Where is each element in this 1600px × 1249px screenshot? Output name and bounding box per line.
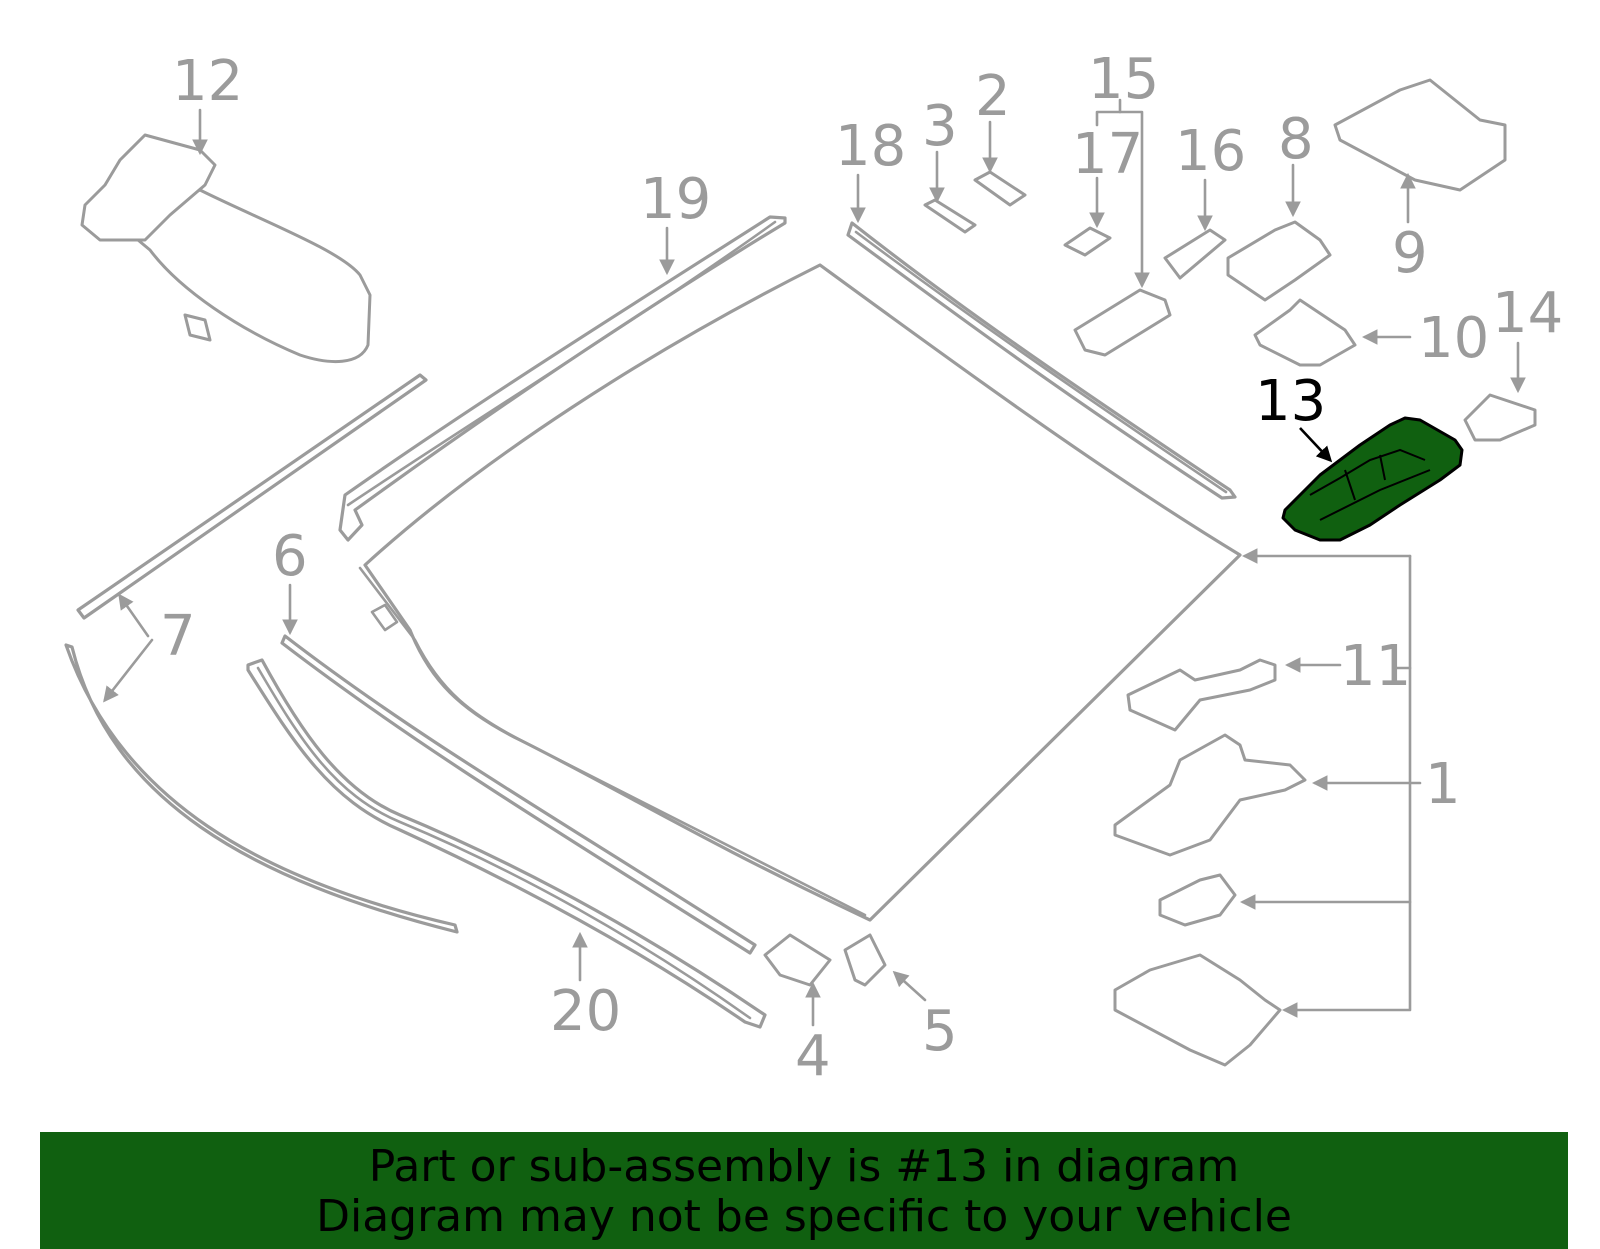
callout-14: 14 xyxy=(1492,281,1563,346)
pad-part-2[interactable] xyxy=(973,170,1027,207)
bracket-part-9[interactable] xyxy=(1333,78,1507,192)
callout-16: 16 xyxy=(1175,119,1246,184)
mirror-mount-part-12 xyxy=(80,133,217,242)
callout-10: 10 xyxy=(1418,306,1489,371)
leader-lines xyxy=(103,98,1526,1027)
callout-18: 18 xyxy=(835,114,906,179)
callout-20: 20 xyxy=(550,979,621,1044)
info-banner: Part or sub-assembly is #13 in diagram D… xyxy=(40,1132,1568,1249)
windshield-glass[interactable] xyxy=(363,263,1242,922)
bracket-part-1a[interactable] xyxy=(1113,733,1307,857)
banner-line-1: Part or sub-assembly is #13 in diagram xyxy=(368,1141,1240,1192)
clip-part-16[interactable] xyxy=(1163,228,1227,280)
windshield-glass-edge xyxy=(358,566,867,917)
bracket-part-10[interactable] xyxy=(1253,298,1357,367)
callout-8: 8 xyxy=(1278,107,1314,172)
pad-part-17[interactable] xyxy=(1063,226,1112,257)
banner-line-2: Diagram may not be specific to your vehi… xyxy=(316,1191,1292,1242)
callout-7: 7 xyxy=(160,604,196,669)
block-part-5[interactable] xyxy=(843,933,887,987)
bracket-part-11[interactable] xyxy=(1126,658,1277,732)
bracket-part-4[interactable] xyxy=(763,933,832,987)
callout-6: 6 xyxy=(272,524,308,589)
lower-strip-part-20[interactable] xyxy=(246,658,767,1029)
callout-1: 1 xyxy=(1425,752,1461,817)
clip-part-14[interactable] xyxy=(1463,393,1537,442)
lower-strip-part-20-inner xyxy=(256,666,752,1020)
sensor-part-15[interactable] xyxy=(1073,288,1172,357)
pillar-molding-part-19-inner xyxy=(346,220,777,507)
callout-5: 5 xyxy=(922,999,958,1064)
bracket-part-1c[interactable] xyxy=(1113,953,1282,1067)
side-molding-part-7-lower[interactable] xyxy=(64,643,459,934)
seal-part-6[interactable] xyxy=(280,634,757,955)
cover-part-13[interactable] xyxy=(1281,416,1464,542)
callout-12: 12 xyxy=(172,49,243,114)
callout-15: 15 xyxy=(1088,47,1159,112)
housing-part-8[interactable] xyxy=(1226,220,1332,302)
callout-13: 13 xyxy=(1255,369,1326,434)
upper-molding-part-18-inner xyxy=(854,230,1228,494)
callout-4: 4 xyxy=(795,1024,831,1089)
callout-17: 17 xyxy=(1072,122,1143,187)
side-molding-part-7-upper[interactable] xyxy=(76,373,428,620)
pad-part-3[interactable] xyxy=(923,198,977,234)
mirror-stem-part-12 xyxy=(183,313,212,342)
callout-9: 9 xyxy=(1392,221,1428,286)
bracket-part-1b[interactable] xyxy=(1158,873,1237,927)
mirror-part-12[interactable] xyxy=(118,188,372,364)
cover-part-13-detail xyxy=(1309,448,1431,521)
callout-2: 2 xyxy=(975,64,1011,129)
callout-11: 11 xyxy=(1340,634,1411,699)
glass-clip xyxy=(370,603,399,632)
callout-3: 3 xyxy=(922,94,958,159)
callout-19: 19 xyxy=(640,167,711,232)
pillar-molding-part-19[interactable] xyxy=(338,215,787,542)
upper-molding-part-18[interactable] xyxy=(846,221,1237,500)
